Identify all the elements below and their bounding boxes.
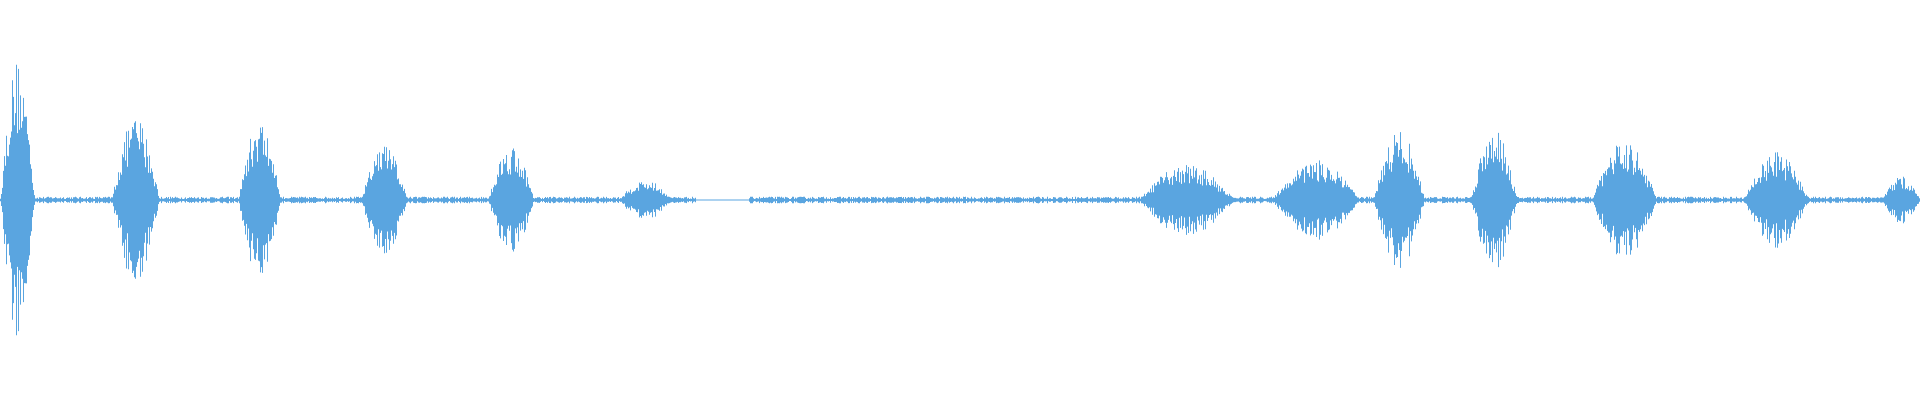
waveform-path <box>0 64 1920 336</box>
waveform-samples <box>0 64 1920 336</box>
